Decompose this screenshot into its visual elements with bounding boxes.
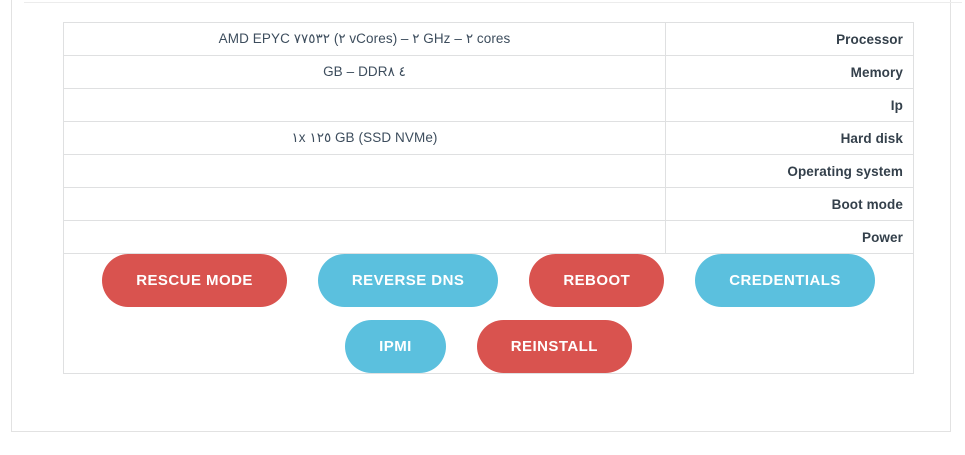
spec-value-power	[63, 220, 666, 254]
spec-label-ip: Ip	[665, 88, 914, 122]
reverse-dns-button[interactable]: REVERSE DNS	[317, 254, 499, 307]
reinstall-button[interactable]: REINSTALL	[476, 320, 632, 373]
top-divider	[24, 2, 962, 3]
spec-value-boot-mode	[63, 187, 666, 221]
spec-value-operating-system	[63, 154, 666, 188]
spec-label-hard-disk: Hard disk	[665, 121, 914, 155]
ipmi-button[interactable]: IPMI	[345, 320, 446, 373]
spec-value-hard-disk: ١x ١٢٥ GB (SSD NVMe)	[63, 121, 666, 155]
table-row: GB – DDR٤ ٨ Memory	[63, 55, 914, 89]
rescue-mode-button[interactable]: RESCUE MODE	[102, 254, 287, 307]
table-row: Boot mode	[63, 187, 914, 221]
spec-label-processor: Processor	[665, 22, 914, 56]
table-row: ١x ١٢٥ GB (SSD NVMe) Hard disk	[63, 121, 914, 155]
server-details-card: AMD EPYC ٧٧٥٣٢ (٢ vCores) – ٢ GHz – ٢ co…	[11, 0, 962, 432]
spec-value-ip	[63, 88, 666, 122]
reboot-button[interactable]: REBOOT	[529, 254, 665, 307]
credentials-button[interactable]: CREDENTIALS	[695, 254, 875, 307]
spec-value-processor: AMD EPYC ٧٧٥٣٢ (٢ vCores) – ٢ GHz – ٢ co…	[63, 22, 666, 56]
table-row: Ip	[63, 88, 914, 122]
server-specs-table: AMD EPYC ٧٧٥٣٢ (٢ vCores) – ٢ GHz – ٢ co…	[63, 22, 914, 374]
spec-label-memory: Memory	[665, 55, 914, 89]
specs-table-body: AMD EPYC ٧٧٥٣٢ (٢ vCores) – ٢ GHz – ٢ co…	[63, 22, 914, 374]
spec-label-power: Power	[665, 220, 914, 254]
server-actions-cell: RESCUE MODE REVERSE DNS REBOOT CREDENTIA…	[63, 253, 914, 374]
table-row: Operating system	[63, 154, 914, 188]
action-button-row-primary: RESCUE MODE REVERSE DNS REBOOT CREDENTIA…	[74, 254, 903, 307]
spec-value-memory: GB – DDR٤ ٨	[63, 55, 666, 89]
table-row: Power	[63, 220, 914, 254]
actions-row: RESCUE MODE REVERSE DNS REBOOT CREDENTIA…	[63, 253, 914, 374]
action-button-row-secondary: IPMI REINSTALL	[74, 320, 903, 373]
spec-label-operating-system: Operating system	[665, 154, 914, 188]
spec-label-boot-mode: Boot mode	[665, 187, 914, 221]
table-row: AMD EPYC ٧٧٥٣٢ (٢ vCores) – ٢ GHz – ٢ co…	[63, 22, 914, 56]
